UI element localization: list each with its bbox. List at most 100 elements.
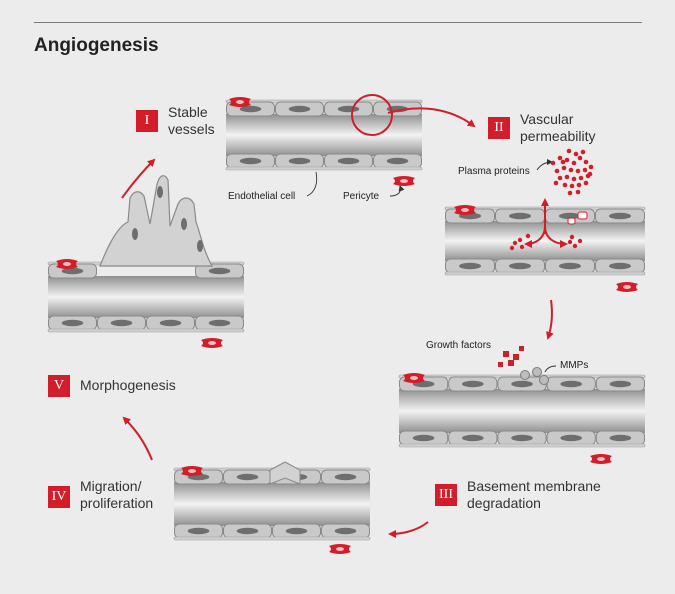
stage-3-label-line1: Basement membrane — [467, 478, 601, 494]
pericyte-nucleus — [236, 100, 244, 104]
plasma-protein-dot — [550, 160, 556, 166]
plasma-protein-dot — [582, 167, 588, 173]
stage-5-label-line1: Morphogenesis — [80, 377, 176, 393]
cell-nucleus — [511, 380, 533, 388]
stage-5-label: Morphogenesis — [80, 377, 176, 394]
plasma-protein-dot — [576, 182, 582, 188]
cell-nucleus — [288, 157, 311, 165]
plasma-protein-dot — [580, 149, 586, 155]
plasma-proteins-label: Plasma proteins — [458, 166, 530, 177]
stage-1-label-line2: vessels — [168, 121, 215, 137]
growth-factor-particles — [498, 346, 524, 367]
page-title: Angiogenesis — [34, 35, 159, 56]
leaked-protein-dot — [577, 238, 583, 244]
cell-nucleus — [609, 434, 632, 442]
stage-1-label-line1: Stable — [168, 104, 208, 120]
migrating-vessel — [173, 461, 371, 554]
plasma-protein-dot — [583, 159, 589, 165]
plasma-protein-dot — [561, 165, 567, 171]
cell-nucleus — [560, 434, 583, 442]
cell-nucleus — [236, 473, 259, 481]
stage-4-label-line2: proliferation — [80, 495, 154, 511]
plasma-protein-dot — [578, 175, 584, 181]
leaked-protein-dot — [525, 233, 531, 239]
cell-nucleus — [334, 527, 357, 535]
cell-nucleus — [560, 380, 583, 388]
endothelial-cell-label: Endothelial cell — [228, 191, 296, 202]
plasma-protein-dot — [564, 174, 570, 180]
pericyte-pointer — [389, 185, 405, 197]
plasma-protein-dot — [587, 171, 593, 177]
pericyte-nucleus — [400, 179, 408, 183]
vessel-lumen — [399, 389, 645, 433]
cell-nucleus — [208, 267, 231, 275]
plasma-protein-dot — [573, 151, 579, 157]
plasma-protein-dot — [553, 180, 559, 186]
basement-membrane — [225, 166, 423, 171]
stage-2-label-line2: permeability — [520, 128, 596, 144]
cell-nucleus — [239, 105, 262, 113]
vessel-lumen — [174, 482, 370, 526]
plasma-protein-dot — [557, 175, 563, 181]
sprout-nucleus — [181, 218, 187, 230]
growth-factors-label: Growth factors — [426, 340, 492, 351]
stage-3-label: Basement membrane degradation — [467, 478, 601, 512]
plasma-protein-dot — [577, 155, 583, 161]
leaked-protein-dot — [509, 245, 515, 251]
stage-2-label-line1: Vascular — [520, 111, 574, 127]
leaked-protein-dot — [512, 240, 518, 246]
cell-nucleus — [559, 212, 581, 220]
pericyte-nucleus — [188, 469, 196, 473]
plasma-protein-dot — [575, 168, 581, 174]
red-blood-cell — [577, 211, 588, 220]
focus-circle — [351, 94, 393, 136]
leaked-protein-dot — [569, 234, 575, 240]
cell-nucleus — [609, 262, 631, 270]
cell-nucleus — [288, 105, 311, 113]
plasma-protein-dot — [583, 180, 589, 186]
plasma-protein-dot — [571, 176, 577, 182]
cell-nucleus — [509, 212, 531, 220]
plasma-protein-dot — [560, 159, 566, 165]
pericyte-nucleus — [410, 376, 418, 380]
endothelial-pointer — [306, 171, 318, 197]
pericyte-nucleus — [208, 341, 216, 345]
plasma-protein-dot — [575, 189, 581, 195]
leaked-protein-dot — [572, 243, 578, 249]
sprout-nucleus — [197, 240, 203, 252]
cycle-arrow-3-to-4 — [388, 521, 429, 538]
migrating-cell-tip — [269, 461, 301, 485]
vessel-sprout — [99, 175, 214, 267]
cell-nucleus — [187, 527, 210, 535]
stage-3-badge: III — [435, 484, 457, 506]
stage-2-badge: II — [488, 117, 510, 139]
cell-nucleus — [509, 262, 531, 270]
cell-nucleus — [110, 319, 133, 327]
sprout-nucleus — [157, 186, 163, 198]
stable-vessel — [225, 97, 423, 186]
pericyte-label: Pericyte — [343, 191, 380, 202]
plasma-protein-dot — [557, 155, 563, 161]
cell-nucleus — [159, 319, 182, 327]
vessel-lumen — [226, 114, 422, 156]
plasma-protein-dot — [588, 164, 594, 170]
plasma-protein-dot — [571, 160, 577, 166]
cell-nucleus — [386, 157, 409, 165]
pericyte-nucleus — [623, 285, 631, 289]
leaked-protein-dots — [509, 233, 583, 251]
stage-4-label: Migration/ proliferation — [80, 478, 153, 512]
plasma-protein-dot — [567, 190, 573, 196]
cell-nucleus — [285, 527, 308, 535]
cell-nucleus — [61, 319, 84, 327]
stage-5-badge: V — [48, 375, 70, 397]
cycle-arrow-1-to-2 — [387, 107, 476, 128]
basement-membrane — [173, 536, 371, 541]
cell-nucleus — [461, 434, 484, 442]
stage-4-label-line1: Migration/ — [80, 478, 142, 494]
mmps-pointer — [544, 365, 557, 373]
cycle-arrow-2-to-3 — [546, 299, 554, 340]
basement-membrane — [225, 99, 423, 104]
stage-1-badge: I — [136, 110, 158, 132]
leaked-protein-dot — [567, 239, 573, 245]
